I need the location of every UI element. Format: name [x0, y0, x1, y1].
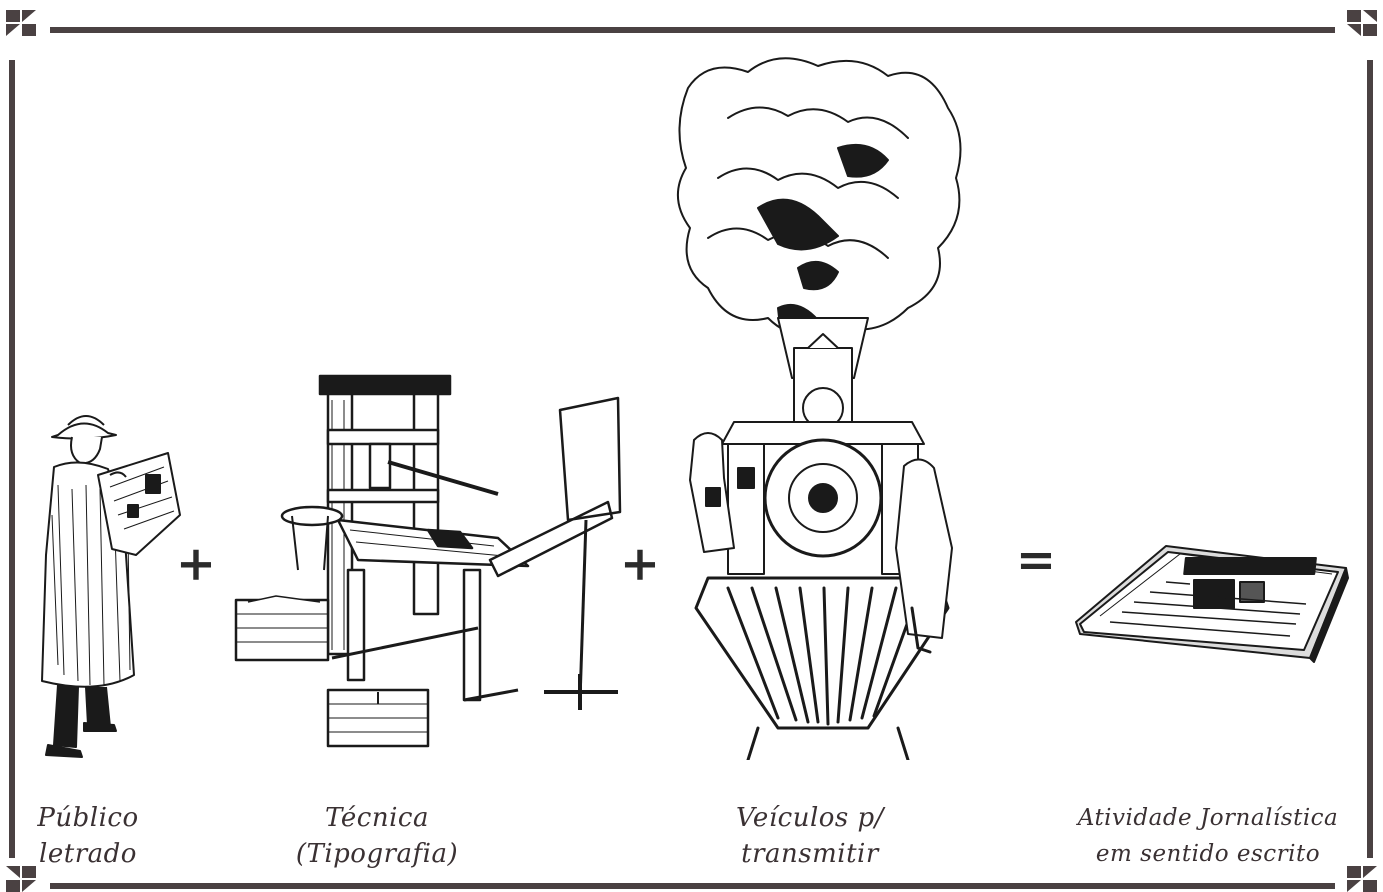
caption-tecnica-tipografia: Técnica (Tipografia) [272, 800, 482, 872]
newspaper-stack-illustration [1070, 538, 1350, 668]
corner-ornament-top-right-icon [1347, 10, 1377, 36]
caption-veiculos-transmitir: Veículos p/ transmitir [710, 800, 910, 872]
steam-locomotive-illustration [668, 48, 978, 760]
man-reading-newspaper-illustration [28, 405, 188, 765]
printing-press-illustration [228, 370, 628, 760]
caption-line: (Tipografia) [272, 836, 482, 872]
caption-line: em sentido escrito [1058, 836, 1358, 872]
plus-operator-2: + [616, 540, 664, 588]
caption-line: Público [18, 800, 158, 836]
caption-line: letrado [18, 836, 158, 872]
corner-ornament-top-left-icon [6, 10, 36, 36]
caption-line: Técnica [272, 800, 482, 836]
equals-operator: = [1010, 536, 1062, 584]
caption-line: Veículos p/ [710, 800, 910, 836]
plus-operator-1: + [172, 540, 220, 588]
caption-publico-letrado: Público letrado [18, 800, 158, 872]
caption-line: Atividade Jornalística [1058, 800, 1358, 836]
caption-atividade-jornalistica: Atividade Jornalística em sentido escrit… [1058, 800, 1358, 872]
caption-line: transmitir [710, 836, 910, 872]
